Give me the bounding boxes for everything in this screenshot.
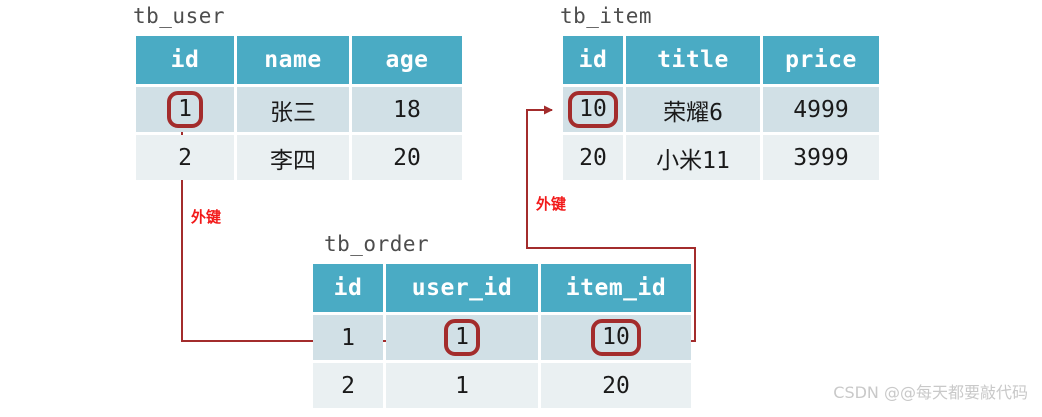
tb-item-row: 10 荣耀6 4999 <box>563 87 879 132</box>
table-title-tb-user: tb_user <box>133 4 226 28</box>
fk-label-item: 外键 <box>536 195 567 213</box>
tb-user-r1-name: 李四 <box>237 135 349 180</box>
tb-user-col-id: id <box>136 36 234 84</box>
tb-item-r0-price: 4999 <box>763 87 879 132</box>
tb-user-col-age: age <box>352 36 462 84</box>
tb-order-col-item-id: item_id <box>541 264 691 312</box>
tb-user-r0-name: 张三 <box>237 87 349 132</box>
tb-order-table: id user_id item_id 1 1 10 2 1 20 <box>310 261 694 411</box>
tb-order-r1-item-id: 20 <box>541 363 691 408</box>
fk-highlight-order-user-id: 1 <box>444 319 480 356</box>
tb-order-r0-user-id: 1 <box>386 315 538 360</box>
tb-item-r0-id: 10 <box>563 87 623 132</box>
tb-item-r1-price: 3999 <box>763 135 879 180</box>
tb-user-r1-age: 20 <box>352 135 462 180</box>
tb-item-col-title: title <box>626 36 760 84</box>
tb-item-row: 20 小米11 3999 <box>563 135 879 180</box>
table-tb-user: tb_user id name age 1 张三 18 2 李四 20 <box>133 4 465 183</box>
tb-item-r0-title: 荣耀6 <box>626 87 760 132</box>
fk-highlight-order-item-id: 10 <box>591 319 641 356</box>
tb-order-r1-user-id: 1 <box>386 363 538 408</box>
tb-item-header-row: id title price <box>563 36 879 84</box>
tb-order-col-user-id: user_id <box>386 264 538 312</box>
table-title-tb-order: tb_order <box>324 232 430 256</box>
tb-item-col-price: price <box>763 36 879 84</box>
tb-user-r1-id: 2 <box>136 135 234 180</box>
fk-label-user: 外键 <box>191 208 222 226</box>
fk-highlight-user-id: 1 <box>167 91 203 128</box>
tb-user-row: 1 张三 18 <box>136 87 462 132</box>
csdn-watermark: CSDN @@每天都要敲代码 <box>833 383 1028 402</box>
tb-item-table: id title price 10 荣耀6 4999 20 小米11 3999 <box>560 33 882 183</box>
tb-order-row: 1 1 10 <box>313 315 691 360</box>
tb-order-r0-id: 1 <box>313 315 383 360</box>
tb-user-table: id name age 1 张三 18 2 李四 20 <box>133 33 465 183</box>
tb-order-row: 2 1 20 <box>313 363 691 408</box>
table-tb-item: tb_item id title price 10 荣耀6 4999 20 小米… <box>560 4 882 183</box>
tb-user-row: 2 李四 20 <box>136 135 462 180</box>
tb-order-r0-item-id: 10 <box>541 315 691 360</box>
tb-user-r0-id: 1 <box>136 87 234 132</box>
tb-item-r1-id: 20 <box>563 135 623 180</box>
table-tb-order: tb_order id user_id item_id 1 1 10 2 1 <box>310 232 694 411</box>
tb-user-header-row: id name age <box>136 36 462 84</box>
fk-highlight-item-id: 10 <box>568 91 618 128</box>
tb-user-col-name: name <box>237 36 349 84</box>
tb-order-col-id: id <box>313 264 383 312</box>
tb-order-header-row: id user_id item_id <box>313 264 691 312</box>
tb-order-r1-id: 2 <box>313 363 383 408</box>
tb-user-r0-age: 18 <box>352 87 462 132</box>
tb-item-r1-title: 小米11 <box>626 135 760 180</box>
tb-item-col-id: id <box>563 36 623 84</box>
table-title-tb-item: tb_item <box>560 4 653 28</box>
